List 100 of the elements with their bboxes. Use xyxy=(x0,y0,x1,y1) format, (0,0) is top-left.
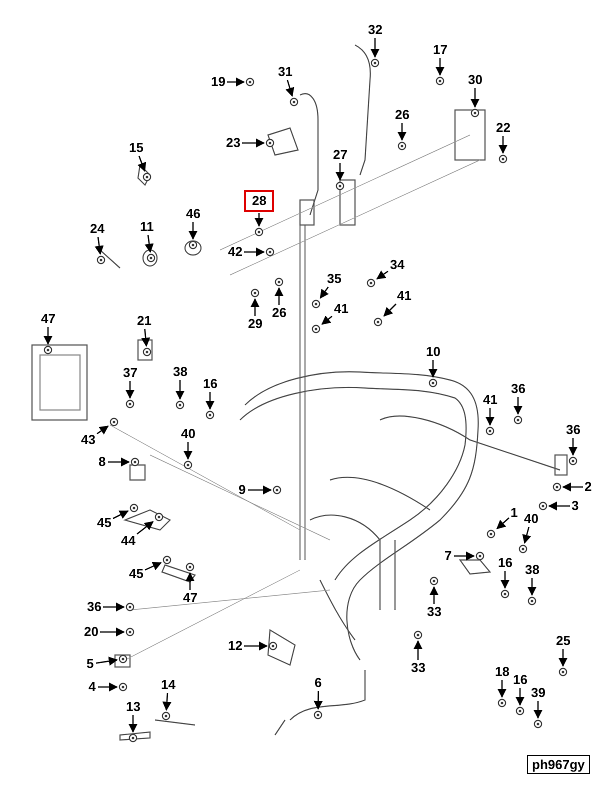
callout-number: 4 xyxy=(88,680,97,694)
part-drawing xyxy=(268,641,278,651)
leader-line xyxy=(562,482,583,492)
callout-number: 17 xyxy=(432,43,448,57)
leader-line xyxy=(43,327,53,345)
leader-line xyxy=(183,442,193,460)
callout-number: 29 xyxy=(247,317,264,331)
leader-line xyxy=(383,304,396,317)
callout-number: 38 xyxy=(172,365,188,379)
callout-number: 23 xyxy=(225,136,242,150)
leader-line xyxy=(227,77,245,87)
callout-number: 47 xyxy=(40,312,56,326)
part-drawing xyxy=(142,172,152,182)
part-drawing xyxy=(43,345,53,355)
leader-line xyxy=(335,163,345,181)
part-drawing xyxy=(245,77,255,87)
part-drawing xyxy=(497,698,507,708)
part-drawing xyxy=(513,415,523,425)
leader-line xyxy=(320,286,329,299)
leader-line xyxy=(96,656,118,666)
callout-number: 38 xyxy=(524,563,540,577)
leader-line xyxy=(470,88,480,108)
part-drawing xyxy=(125,627,135,637)
part-drawing xyxy=(568,456,578,466)
leader-line xyxy=(248,485,272,495)
callout-number: 47 xyxy=(182,591,198,605)
callout-number: 3 xyxy=(570,499,580,513)
leader-line xyxy=(103,602,125,612)
leader-line xyxy=(513,397,523,415)
part-drawing xyxy=(370,58,380,68)
part-drawing xyxy=(373,316,384,327)
part-drawing xyxy=(533,719,543,729)
part-drawing xyxy=(500,589,510,599)
callout-number: 16 xyxy=(202,377,218,391)
part-drawing xyxy=(265,247,275,257)
callout-number: 24 xyxy=(89,222,106,236)
leader-line xyxy=(497,680,507,698)
callout-number: 31 xyxy=(277,65,294,79)
callout-number: 16 xyxy=(497,556,514,570)
leader-line xyxy=(558,649,568,667)
leader-line xyxy=(94,236,104,255)
leader-line xyxy=(321,316,332,325)
leader-line xyxy=(286,80,294,97)
callout-number: 44 xyxy=(120,534,136,548)
leader-line xyxy=(254,213,264,227)
leader-line xyxy=(498,136,508,154)
callout-number: 7 xyxy=(444,549,453,563)
part-drawing xyxy=(128,733,138,743)
part-drawing xyxy=(188,240,198,250)
part-drawing xyxy=(274,277,284,287)
leader-line xyxy=(527,578,537,596)
callout-number: 19 xyxy=(210,75,226,89)
callout-number: 14 xyxy=(160,678,176,692)
leader-line xyxy=(413,640,423,660)
part-drawing xyxy=(130,457,140,467)
callout-number: 37 xyxy=(122,366,138,380)
leader-line xyxy=(162,692,172,711)
leader-line xyxy=(144,562,162,571)
leader-line xyxy=(138,156,146,172)
part-drawing xyxy=(146,252,156,263)
part-drawing xyxy=(162,554,172,565)
callout-number: 22 xyxy=(495,121,512,135)
drawing-code: ph967gy xyxy=(527,755,590,774)
part-drawing xyxy=(311,324,322,334)
leader-line xyxy=(188,222,198,240)
leader-line xyxy=(274,287,284,305)
callout-number: 26 xyxy=(394,108,410,122)
leader-line xyxy=(435,58,445,76)
callout-number: 10 xyxy=(425,345,442,359)
leader-line xyxy=(522,526,532,544)
leader-line xyxy=(496,517,510,530)
callout-number: 20 xyxy=(83,625,100,639)
callout-number: 41 xyxy=(333,302,350,316)
part-drawing xyxy=(538,501,548,511)
part-drawing xyxy=(429,576,439,586)
callout-number: 40 xyxy=(180,427,196,441)
callout-number: 39 xyxy=(530,686,546,700)
part-drawing xyxy=(250,288,260,298)
part-drawing xyxy=(125,602,135,612)
leader-line xyxy=(370,38,380,58)
callout-number: 9 xyxy=(238,483,247,497)
callout-number: 5 xyxy=(86,657,95,671)
part-drawing xyxy=(515,706,525,716)
callout-number: 13 xyxy=(125,700,142,714)
part-drawing xyxy=(413,630,423,640)
part-drawing xyxy=(518,544,528,554)
callout-number: 25 xyxy=(555,634,572,648)
callout-number: 33 xyxy=(426,605,442,619)
callout-number: 36 xyxy=(510,382,526,396)
leader-line xyxy=(185,572,195,590)
part-drawing xyxy=(160,710,171,721)
leader-line xyxy=(112,510,129,520)
leader-line xyxy=(244,641,268,651)
leader-line xyxy=(454,551,475,561)
part-drawing xyxy=(475,551,485,561)
callout-number: 18 xyxy=(494,665,510,679)
part-drawing xyxy=(129,502,140,513)
leader-line xyxy=(136,521,154,535)
callout-number: 11 xyxy=(139,220,155,234)
part-drawing xyxy=(118,682,128,692)
